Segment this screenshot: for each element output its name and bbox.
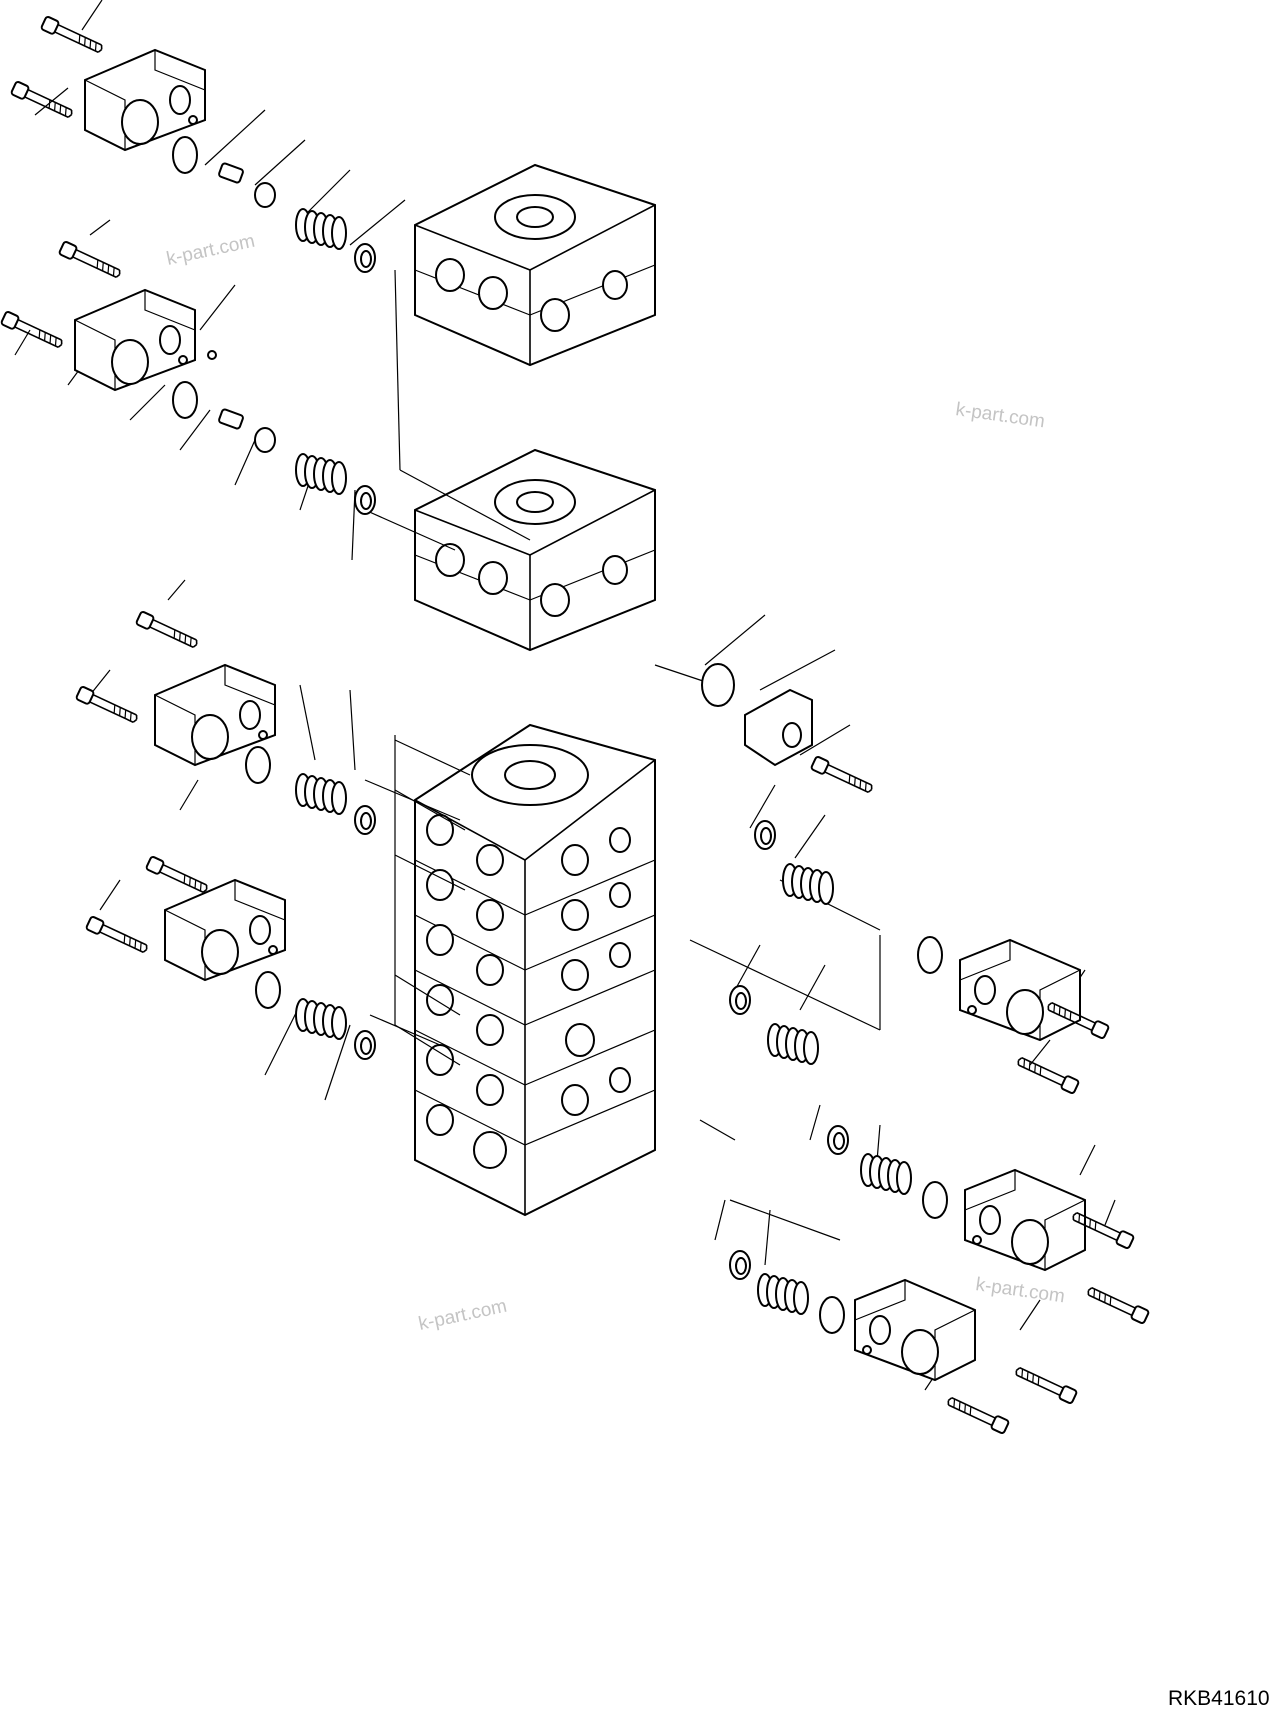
washer-icon <box>729 985 751 1015</box>
cover-plate-second <box>74 289 196 391</box>
watermark-text: k-part.com <box>417 1296 509 1335</box>
bolt-icon <box>1084 1283 1151 1325</box>
left-upper-parts <box>0 15 376 515</box>
o-ring-icon <box>172 136 198 174</box>
washer-icon <box>354 805 376 835</box>
right-parts <box>701 663 1151 1435</box>
o-ring-icon <box>922 1181 948 1219</box>
washer-icon <box>354 1030 376 1060</box>
washer-icon <box>729 1250 751 1280</box>
bolt-icon <box>1012 1363 1079 1405</box>
washer-icon <box>827 1125 849 1155</box>
valve-section-top <box>414 164 656 366</box>
watermark-text: k-part.com <box>974 1274 1066 1307</box>
spring-icon <box>860 1153 912 1195</box>
bolt-icon <box>944 1393 1011 1435</box>
cover-plate-right-middle <box>964 1169 1086 1271</box>
bolt-icon <box>809 755 876 797</box>
cap-icon <box>254 182 276 208</box>
o-ring-icon <box>255 971 281 1009</box>
spring-icon <box>295 208 347 250</box>
washer-icon <box>354 485 376 515</box>
o-ring-icon <box>245 746 271 784</box>
plug-icon <box>218 162 244 184</box>
washer-icon <box>754 820 776 850</box>
cap-icon <box>254 427 276 453</box>
o-ring-icon <box>917 936 943 974</box>
valve-section-middle <box>414 449 656 651</box>
bolt-icon <box>9 80 76 122</box>
spring-icon <box>757 1273 809 1315</box>
o-ring-icon <box>701 663 735 707</box>
o-ring-icon <box>172 381 198 419</box>
spring-icon <box>295 453 347 495</box>
spring-icon <box>295 998 347 1040</box>
bolt-icon <box>57 240 124 282</box>
bolt-icon <box>134 610 201 652</box>
bolt-icon <box>74 685 141 727</box>
plug-icon <box>218 408 244 430</box>
watermark-text: k-part.com <box>165 231 257 270</box>
spring-icon <box>767 1023 819 1065</box>
lower-valve-stack <box>414 723 656 1217</box>
small-ball-icon <box>207 350 217 360</box>
bolt-icon <box>39 15 106 57</box>
left-lower-parts <box>74 610 376 1060</box>
spring-icon <box>295 773 347 815</box>
drawing-code: RKB41610 <box>1168 1687 1270 1710</box>
bolt-icon <box>0 310 66 352</box>
spring-icon <box>782 863 834 905</box>
bolt-icon <box>1014 1053 1081 1095</box>
cover-plate-fourth <box>164 879 286 981</box>
cover-plate-right-upper <box>959 939 1081 1041</box>
watermark-text: k-part.com <box>954 399 1046 432</box>
bolt-icon <box>144 855 211 897</box>
bolt-icon <box>84 915 151 957</box>
o-ring-icon <box>819 1296 845 1334</box>
washer-icon <box>354 243 376 273</box>
cover-plate-top <box>84 49 206 151</box>
cover-plate-right-lower <box>854 1279 976 1381</box>
